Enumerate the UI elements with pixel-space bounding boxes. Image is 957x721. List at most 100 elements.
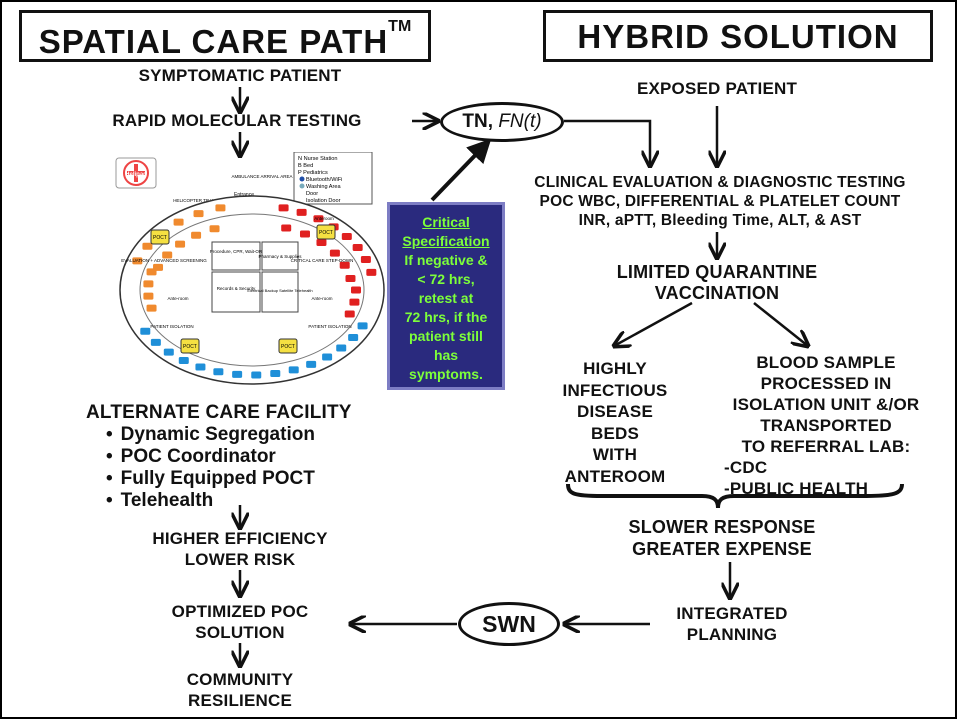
- patient-isolation-left: PATIENT ISOLATION: [150, 324, 193, 329]
- optimized-line-2: SOLUTION: [195, 623, 285, 642]
- bed-marker: [281, 224, 292, 232]
- helipad-label: Helipad: [125, 172, 147, 178]
- entrance-label: Entrance: [234, 192, 254, 198]
- spec-line: 72 hrs, if the: [404, 309, 488, 325]
- bed-marker: [191, 231, 202, 239]
- bed-marker: [143, 280, 154, 288]
- integrated-line-2: PLANNING: [686, 625, 778, 644]
- bed-marker: [175, 240, 186, 248]
- bed-marker: [366, 268, 377, 276]
- facility-item: Dynamic Segregation: [106, 424, 315, 446]
- bed-marker: [209, 225, 220, 233]
- bed-marker: [270, 369, 281, 377]
- poct-stations: POCT POCT POCT POCT: [150, 224, 336, 354]
- bed-marker: [336, 344, 347, 352]
- poct-label: POCT: [281, 344, 295, 350]
- legend-bluetooth-icon: [299, 176, 305, 182]
- bed-marker: [299, 230, 310, 238]
- blood-line: TRANSPORTED: [760, 416, 892, 435]
- records-label: Records & Security: [217, 286, 256, 291]
- bed-marker: [278, 204, 289, 212]
- bed-marker: [329, 249, 340, 257]
- spec-line: retest at: [418, 290, 474, 306]
- bed-marker: [313, 215, 324, 223]
- bed-marker: [296, 208, 307, 216]
- beds-line: DISEASE: [576, 402, 654, 421]
- legend-entry: P Pediatrics: [298, 170, 328, 176]
- facility-item: Telehealth: [106, 490, 315, 512]
- bed-marker: [173, 218, 184, 226]
- bed-marker: [344, 310, 355, 318]
- blood-line: TO REFERRAL LAB:: [741, 437, 911, 456]
- procedure-room: [211, 241, 261, 271]
- legend-entry: N Nurse Station: [298, 156, 337, 162]
- tn-fn-oval: TN, FN(t): [440, 102, 564, 142]
- brace-under-options: [566, 483, 904, 509]
- critical-specification-box: Critical Specification If negative & < 7…: [387, 202, 505, 390]
- right-title-text: HYBRID SOLUTION: [577, 18, 899, 55]
- spec-line: symptoms.: [409, 366, 483, 382]
- bed-marker: [288, 366, 299, 374]
- bed-marker: [163, 348, 174, 356]
- symptomatic-patient: SYMPTOMATIC PATIENT: [138, 66, 342, 85]
- blood-line: BLOOD SAMPLE: [756, 353, 896, 372]
- spec-line: If negative &: [404, 252, 488, 268]
- bed-marker: [360, 256, 371, 264]
- bed-marker: [193, 210, 204, 218]
- critical-care-label: CRITICAL CARE STEP-DOWN: [291, 258, 354, 263]
- clinical-line-1: CLINICAL EVALUATION & DIAGNOSTIC TESTING: [534, 174, 906, 191]
- floorplan-map: Helipad HELICOPTER TRANSPORT AMBULANCE A…: [115, 152, 385, 385]
- poct-label: POCT: [153, 235, 167, 241]
- swn-label: SWN: [482, 611, 536, 637]
- bed-marker: [339, 261, 350, 269]
- electrical-room: [261, 271, 299, 313]
- fn-label: FN(t): [498, 111, 542, 132]
- bed-marker: [232, 370, 243, 378]
- spec-line: has: [433, 347, 459, 363]
- bed-marker: [213, 368, 224, 376]
- clinical-line-3: INR, aPTT, Bleeding Time, ALT, & AST: [578, 212, 862, 229]
- resilience-line-2: RESILIENCE: [187, 691, 293, 710]
- helipad-cross: [127, 164, 145, 182]
- bed-marker: [143, 292, 154, 300]
- bed-marker: [140, 327, 151, 335]
- poct-label: POCT: [319, 230, 333, 236]
- bed-marker: [150, 338, 161, 346]
- spec-line: Critical: [422, 214, 470, 230]
- tn-label: TN,: [462, 111, 499, 132]
- bed-marker: [341, 233, 352, 241]
- bed-marker: [306, 360, 317, 368]
- beds-block: HIGHLY INFECTIOUS DISEASE BEDS WITH ANTE…: [550, 358, 680, 487]
- anteroom-left-label: Ante-room: [167, 296, 188, 301]
- spec-line: < 72 hrs,: [417, 271, 475, 287]
- bed-marker: [357, 322, 368, 330]
- poct-label: POCT: [183, 344, 197, 350]
- helicopter-label: HELICOPTER TRANSPORT: [173, 198, 231, 203]
- legend-entry: Isolation Door: [306, 198, 341, 204]
- facility-list: Dynamic Segregation POC Coordinator Full…: [106, 424, 315, 512]
- spec-line: patient still: [409, 328, 483, 344]
- electrical-label: Electrical Backup Satellite Telehealth: [247, 288, 312, 293]
- anteroom-label: Anteroom: [314, 216, 334, 221]
- quarantine-line-2: VACCINATION: [654, 283, 780, 303]
- blood-line: ISOLATION UNIT &/OR: [732, 395, 920, 414]
- bed-marker: [146, 268, 157, 276]
- bed-marker: [349, 298, 360, 306]
- bed-marker: [316, 239, 327, 247]
- procedure-label: Procedure, CPR, Wait-OR: [210, 249, 263, 254]
- integrated-line-1: INTEGRATED: [676, 604, 788, 623]
- poct-station: [278, 338, 298, 354]
- slower-line-1: SLOWER RESPONSE: [628, 517, 816, 537]
- anteroom-right-label: Ante-room: [311, 296, 332, 301]
- bed-marker: [345, 275, 356, 283]
- bed-marker: [322, 353, 333, 361]
- swn-oval: SWN: [458, 602, 560, 646]
- legend-entry: Washing Area: [306, 184, 342, 190]
- slower-line-2: GREATER EXPENSE: [632, 539, 812, 559]
- bed-marker: [146, 304, 157, 312]
- poct-station: [316, 224, 336, 240]
- arrow-tn-to-clinical: [564, 119, 650, 166]
- exposed-patient: EXPOSED PATIENT: [636, 79, 798, 98]
- poct-station: [180, 338, 200, 354]
- bed-marker: [195, 363, 206, 371]
